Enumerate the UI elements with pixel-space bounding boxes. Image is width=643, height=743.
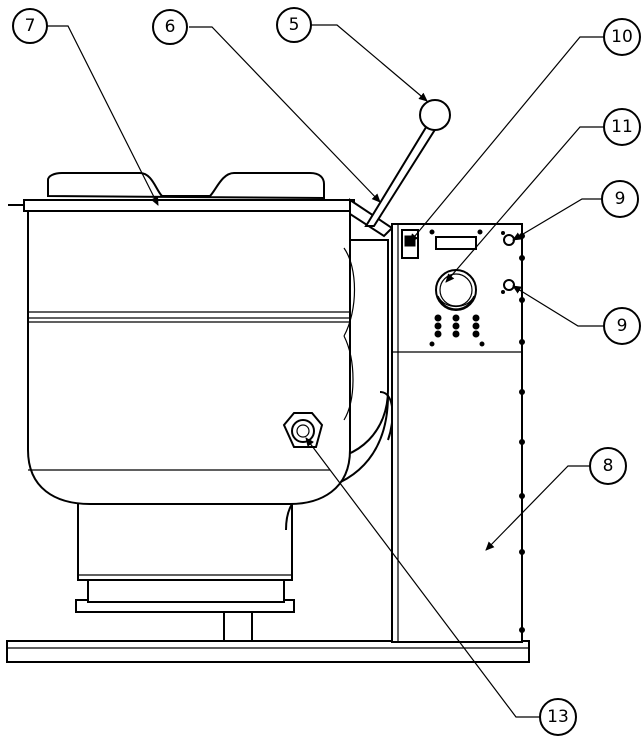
callout-5: 5 — [276, 7, 312, 43]
callout-9-top: 9 — [601, 180, 639, 218]
callout-label-9-top: 9 — [615, 189, 626, 209]
button-grid — [429, 314, 485, 347]
callout-label-11: 11 — [611, 117, 633, 137]
cabinet-bolts — [519, 233, 525, 633]
callout-11: 11 — [603, 108, 641, 146]
leader-lines — [47, 24, 604, 718]
callout-label-10: 10 — [611, 27, 633, 47]
callout-label-6: 6 — [165, 17, 176, 37]
callout-9-bottom: 9 — [603, 307, 641, 345]
indicator-lights — [501, 231, 515, 294]
callout-13: 13 — [539, 698, 577, 736]
callout-label-9-bottom: 9 — [617, 316, 628, 336]
callout-10: 10 — [603, 18, 641, 56]
callout-label-5: 5 — [289, 15, 300, 35]
callout-label-8: 8 — [603, 456, 614, 476]
callout-label-7: 7 — [25, 16, 36, 36]
callout-6: 6 — [152, 9, 188, 45]
base-plate — [6, 640, 530, 663]
control-dial — [435, 269, 477, 311]
power-switch — [401, 229, 419, 259]
callout-7: 7 — [12, 8, 48, 44]
callout-8: 8 — [589, 447, 627, 485]
display-window — [429, 229, 483, 250]
callout-label-13: 13 — [547, 707, 569, 727]
tilt-handle — [364, 99, 451, 227]
kettle-body — [27, 209, 356, 505]
